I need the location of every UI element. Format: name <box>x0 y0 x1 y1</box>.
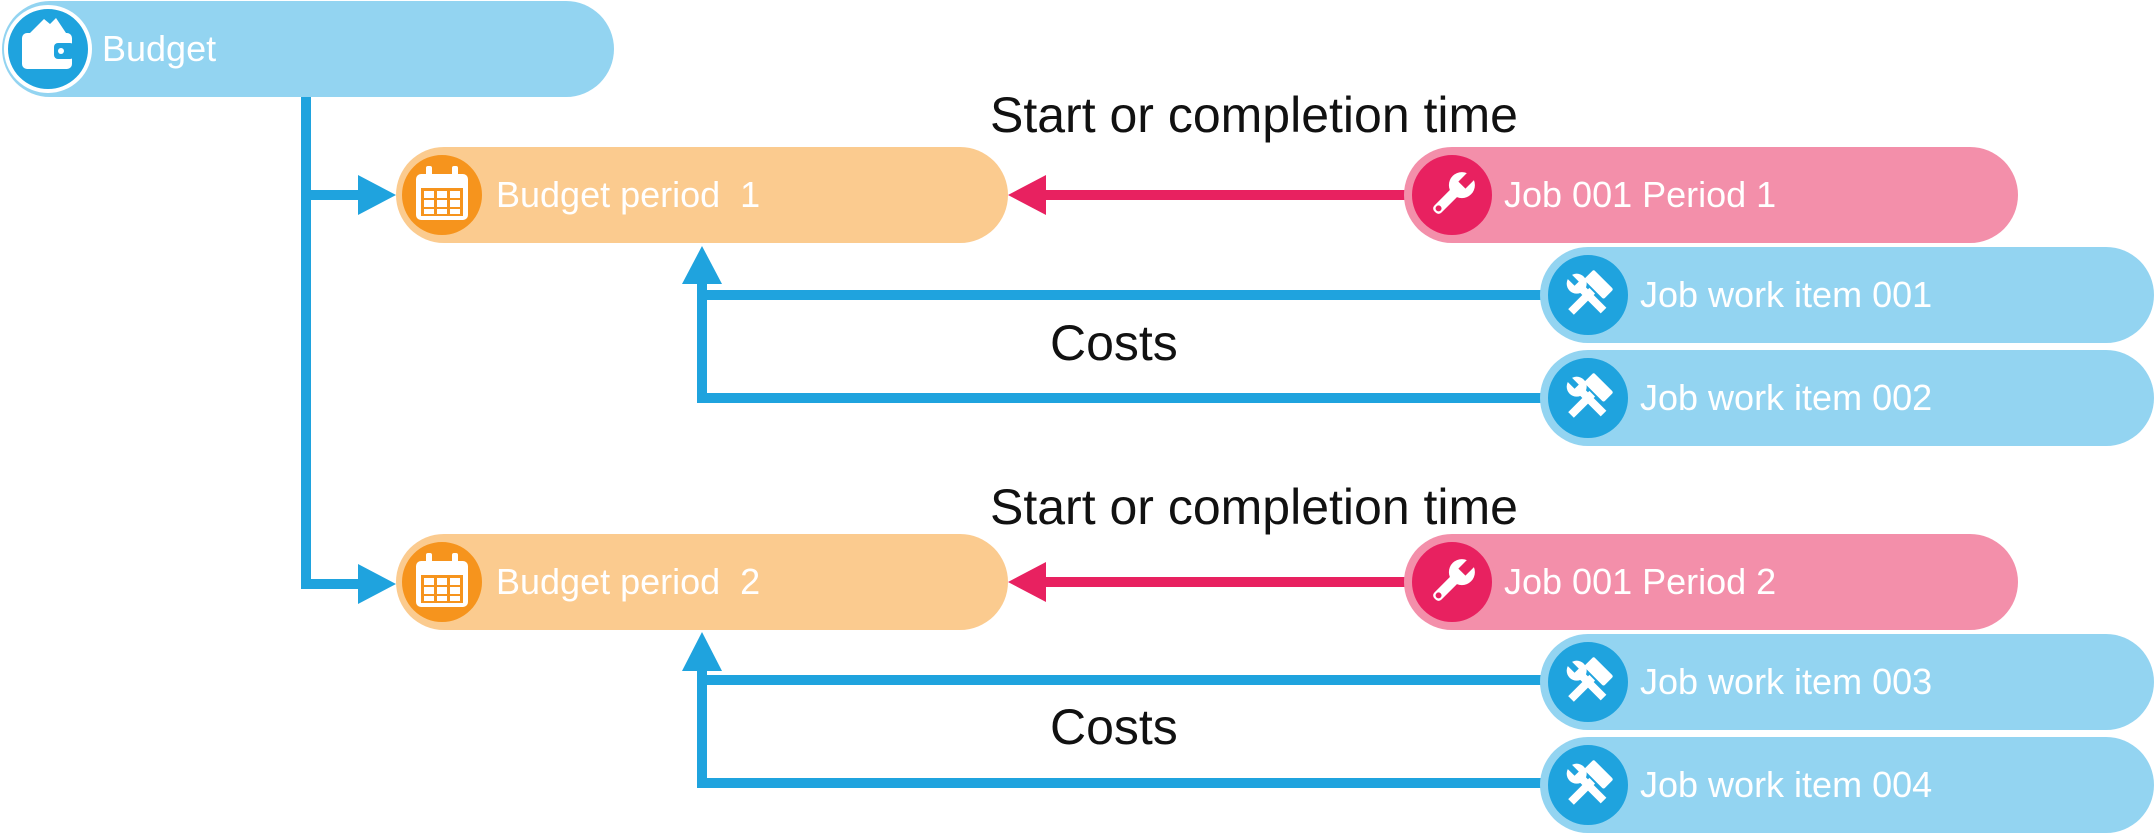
hammer-wrench-icon <box>1566 657 1613 702</box>
calendar-icon <box>416 166 468 220</box>
job-001-period-2-label: Job 001 Period 2 <box>1504 561 1776 602</box>
work002-to-period1-line <box>697 280 1545 403</box>
budget-trunk-line <box>301 96 362 589</box>
job-work-item-002-node: Job work item 002 <box>1540 350 2154 446</box>
job-work-item-003-label: Job work item 003 <box>1640 661 1932 702</box>
job-work-item-004-node: Job work item 004 <box>1540 737 2154 833</box>
calendar-icon <box>416 553 468 607</box>
arrowhead-costs-to-period1 <box>682 246 722 284</box>
hammer-wrench-icon <box>1566 760 1613 805</box>
wallet-icon <box>22 18 74 69</box>
budget-period-1-label: Budget period 1 <box>496 174 760 215</box>
arrowhead-to-period1 <box>358 175 396 215</box>
costs-label-2: Costs <box>1050 699 1178 755</box>
connectors <box>301 96 1545 788</box>
job-001-period-2-node: Job 001 Period 2 <box>1404 534 2018 630</box>
work003-to-period2-line <box>697 668 1545 685</box>
work001-to-period1-line <box>697 280 1545 300</box>
budget-label: Budget <box>102 28 216 69</box>
job-work-item-003-node: Job work item 003 <box>1540 634 2154 730</box>
costs-label-1: Costs <box>1050 315 1178 371</box>
arrowhead-job2-to-period2 <box>1008 562 1046 602</box>
job-001-period-1-node: Job 001 Period 1 <box>1404 147 2018 243</box>
hammer-wrench-icon <box>1566 373 1613 418</box>
job-work-item-001-node: Job work item 001 <box>1540 247 2154 343</box>
budget-node: Budget <box>2 1 614 97</box>
job-work-item-002-label: Job work item 002 <box>1640 377 1932 418</box>
wrench-icon <box>1433 557 1477 601</box>
arrowhead-to-period2 <box>358 564 396 604</box>
arrowhead-costs-to-period2 <box>682 632 722 671</box>
budget-period-1-node: Budget period 1 <box>396 147 1008 243</box>
work004-to-period2-line <box>697 668 1545 788</box>
budget-period-2-node: Budget period 2 <box>396 534 1008 630</box>
arrowhead-job1-to-period1 <box>1008 175 1046 215</box>
job-work-item-001-label: Job work item 001 <box>1640 274 1932 315</box>
wrench-icon <box>1433 170 1477 214</box>
start-completion-label-1: Start or completion time <box>990 87 1518 143</box>
hammer-wrench-icon <box>1566 270 1613 315</box>
job-work-item-004-label: Job work item 004 <box>1640 764 1932 805</box>
budget-period-2-label: Budget period 2 <box>496 561 760 602</box>
job-001-period-1-label: Job 001 Period 1 <box>1504 174 1776 215</box>
start-completion-label-2: Start or completion time <box>990 479 1518 535</box>
